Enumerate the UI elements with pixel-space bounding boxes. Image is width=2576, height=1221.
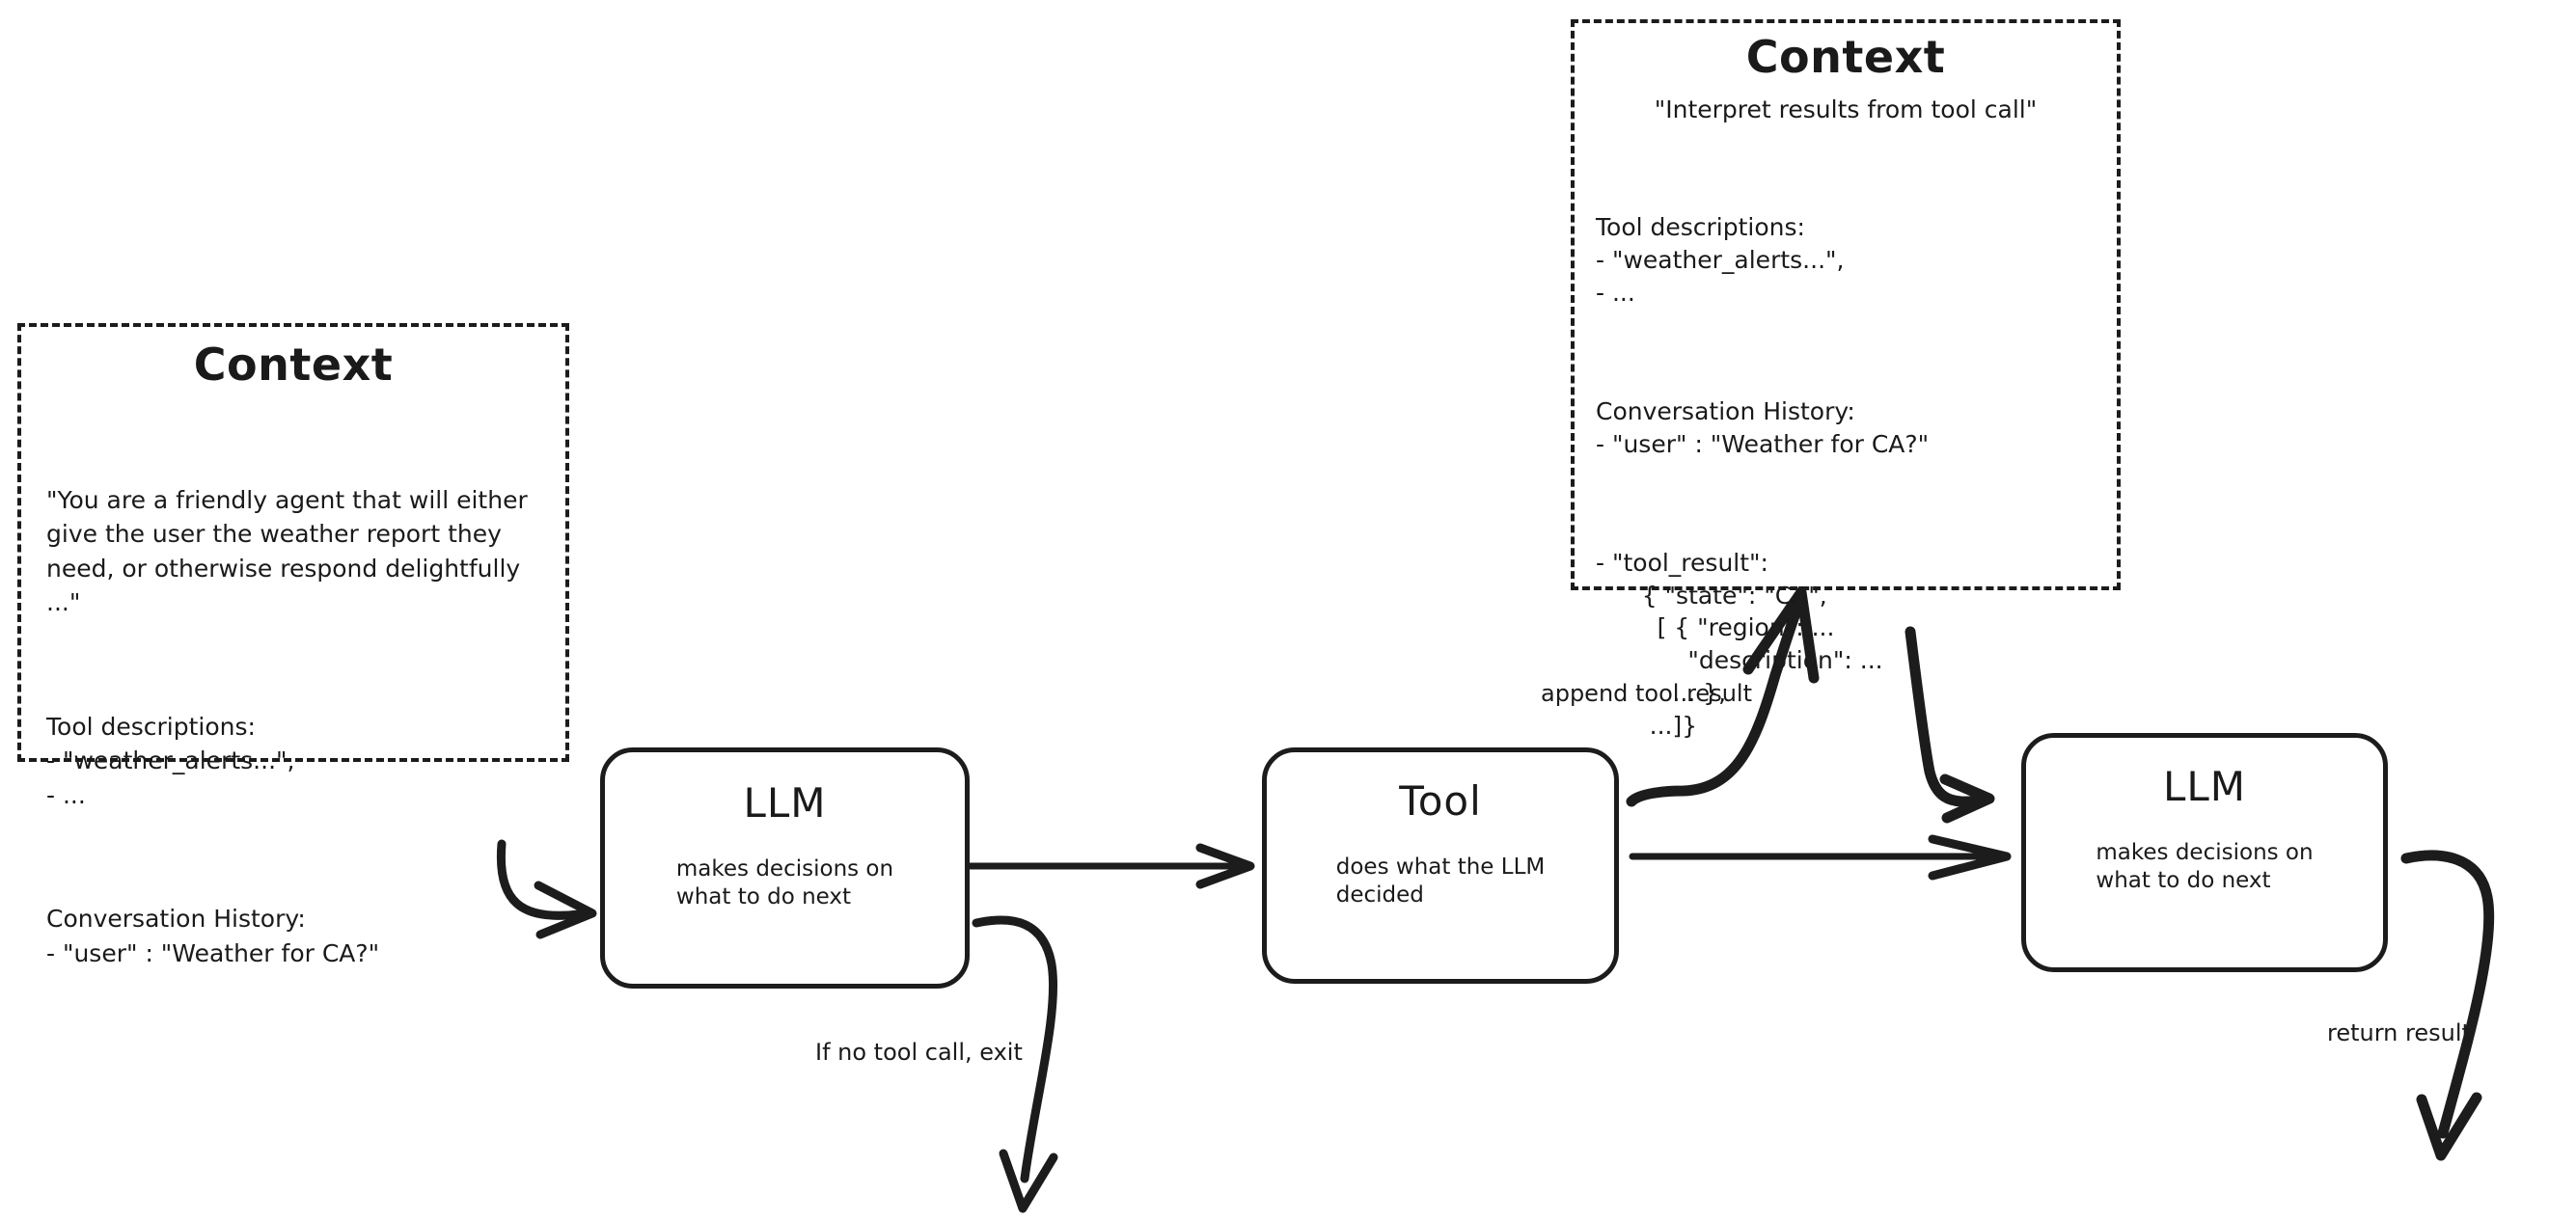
context-left-title: Context [193, 339, 394, 391]
context-right-tool-list: - "weather_alerts...", - ... [1596, 245, 1845, 307]
node-llm-1[interactable]: LLM makes decisions on what to do next [600, 747, 970, 989]
context-right-tool-heading: Tool descriptions: [1596, 213, 1805, 242]
node-llm-2-title: LLM [2162, 763, 2247, 810]
context-right-tool-descriptions: Tool descriptions: - "weather_alerts..."… [1596, 211, 2096, 309]
context-box-left: Context "You are a friendly agent that w… [17, 323, 569, 967]
node-tool[interactable]: Tool does what the LLM decided [1262, 747, 1619, 984]
context-right-conversation-heading: Conversation History: [1596, 396, 1855, 425]
edge-label-return-result: return result [2327, 1019, 2471, 1046]
context-left-conversation: Conversation History: - "user" : "Weathe… [46, 902, 540, 970]
node-llm-2-subtitle: makes decisions on what to do next [2096, 840, 2314, 894]
edge-llm1-to-tool [967, 843, 1255, 889]
edge-context-to-llm1 [496, 839, 597, 939]
context-left-tool-list: - "weather_alerts...", - ... [46, 746, 295, 809]
context-left-conversation-heading: Conversation History: [46, 905, 306, 934]
node-tool-title: Tool [1399, 777, 1482, 825]
node-tool-subtitle: does what the LLM decided [1335, 855, 1546, 909]
node-llm-1-subtitle: makes decisions on what to do next [675, 856, 894, 910]
context-right-system-prompt: "Interpret results from tool call" [1654, 95, 2038, 123]
context-left-tool-descriptions: Tool descriptions: - "weather_alerts..."… [46, 710, 540, 813]
context-right-title: Context [1745, 31, 1946, 83]
edge-tool-append-result [1626, 586, 1820, 807]
context-right-body: Tool descriptions: - "weather_alerts..."… [1596, 147, 2096, 807]
context-right-conversation-user: - "user" : "Weather for CA?" [1596, 429, 1930, 458]
context-left-conversation-list: - "user" : "Weather for CA?" [46, 938, 380, 967]
edge-context-to-llm2 [1905, 626, 1995, 824]
context-left-system-prompt: "You are a friendly agent that will eith… [46, 485, 535, 617]
node-llm-2[interactable]: LLM makes decisions on what to do next [2021, 733, 2388, 972]
context-right-conversation: Conversation History: - "user" : "Weathe… [1596, 395, 2096, 461]
context-left-body: "You are a friendly agent that will eith… [46, 415, 540, 1040]
context-box-right: Context "Interpret results from tool cal… [1571, 19, 2121, 740]
context-left-tool-heading: Tool descriptions: [46, 712, 256, 741]
edge-tool-to-llm2 [1629, 834, 2012, 881]
context-right-tool-result: - "tool_result": { "state": "CA", [ { "r… [1596, 548, 1883, 740]
edge-llm2-return [2400, 850, 2495, 1161]
edge-label-exit: If no tool call, exit [815, 1039, 1023, 1066]
edge-llm1-exit [972, 915, 1058, 1213]
node-llm-1-title: LLM [743, 779, 827, 827]
edge-label-append-tool-result: append tool result [1541, 680, 1752, 707]
